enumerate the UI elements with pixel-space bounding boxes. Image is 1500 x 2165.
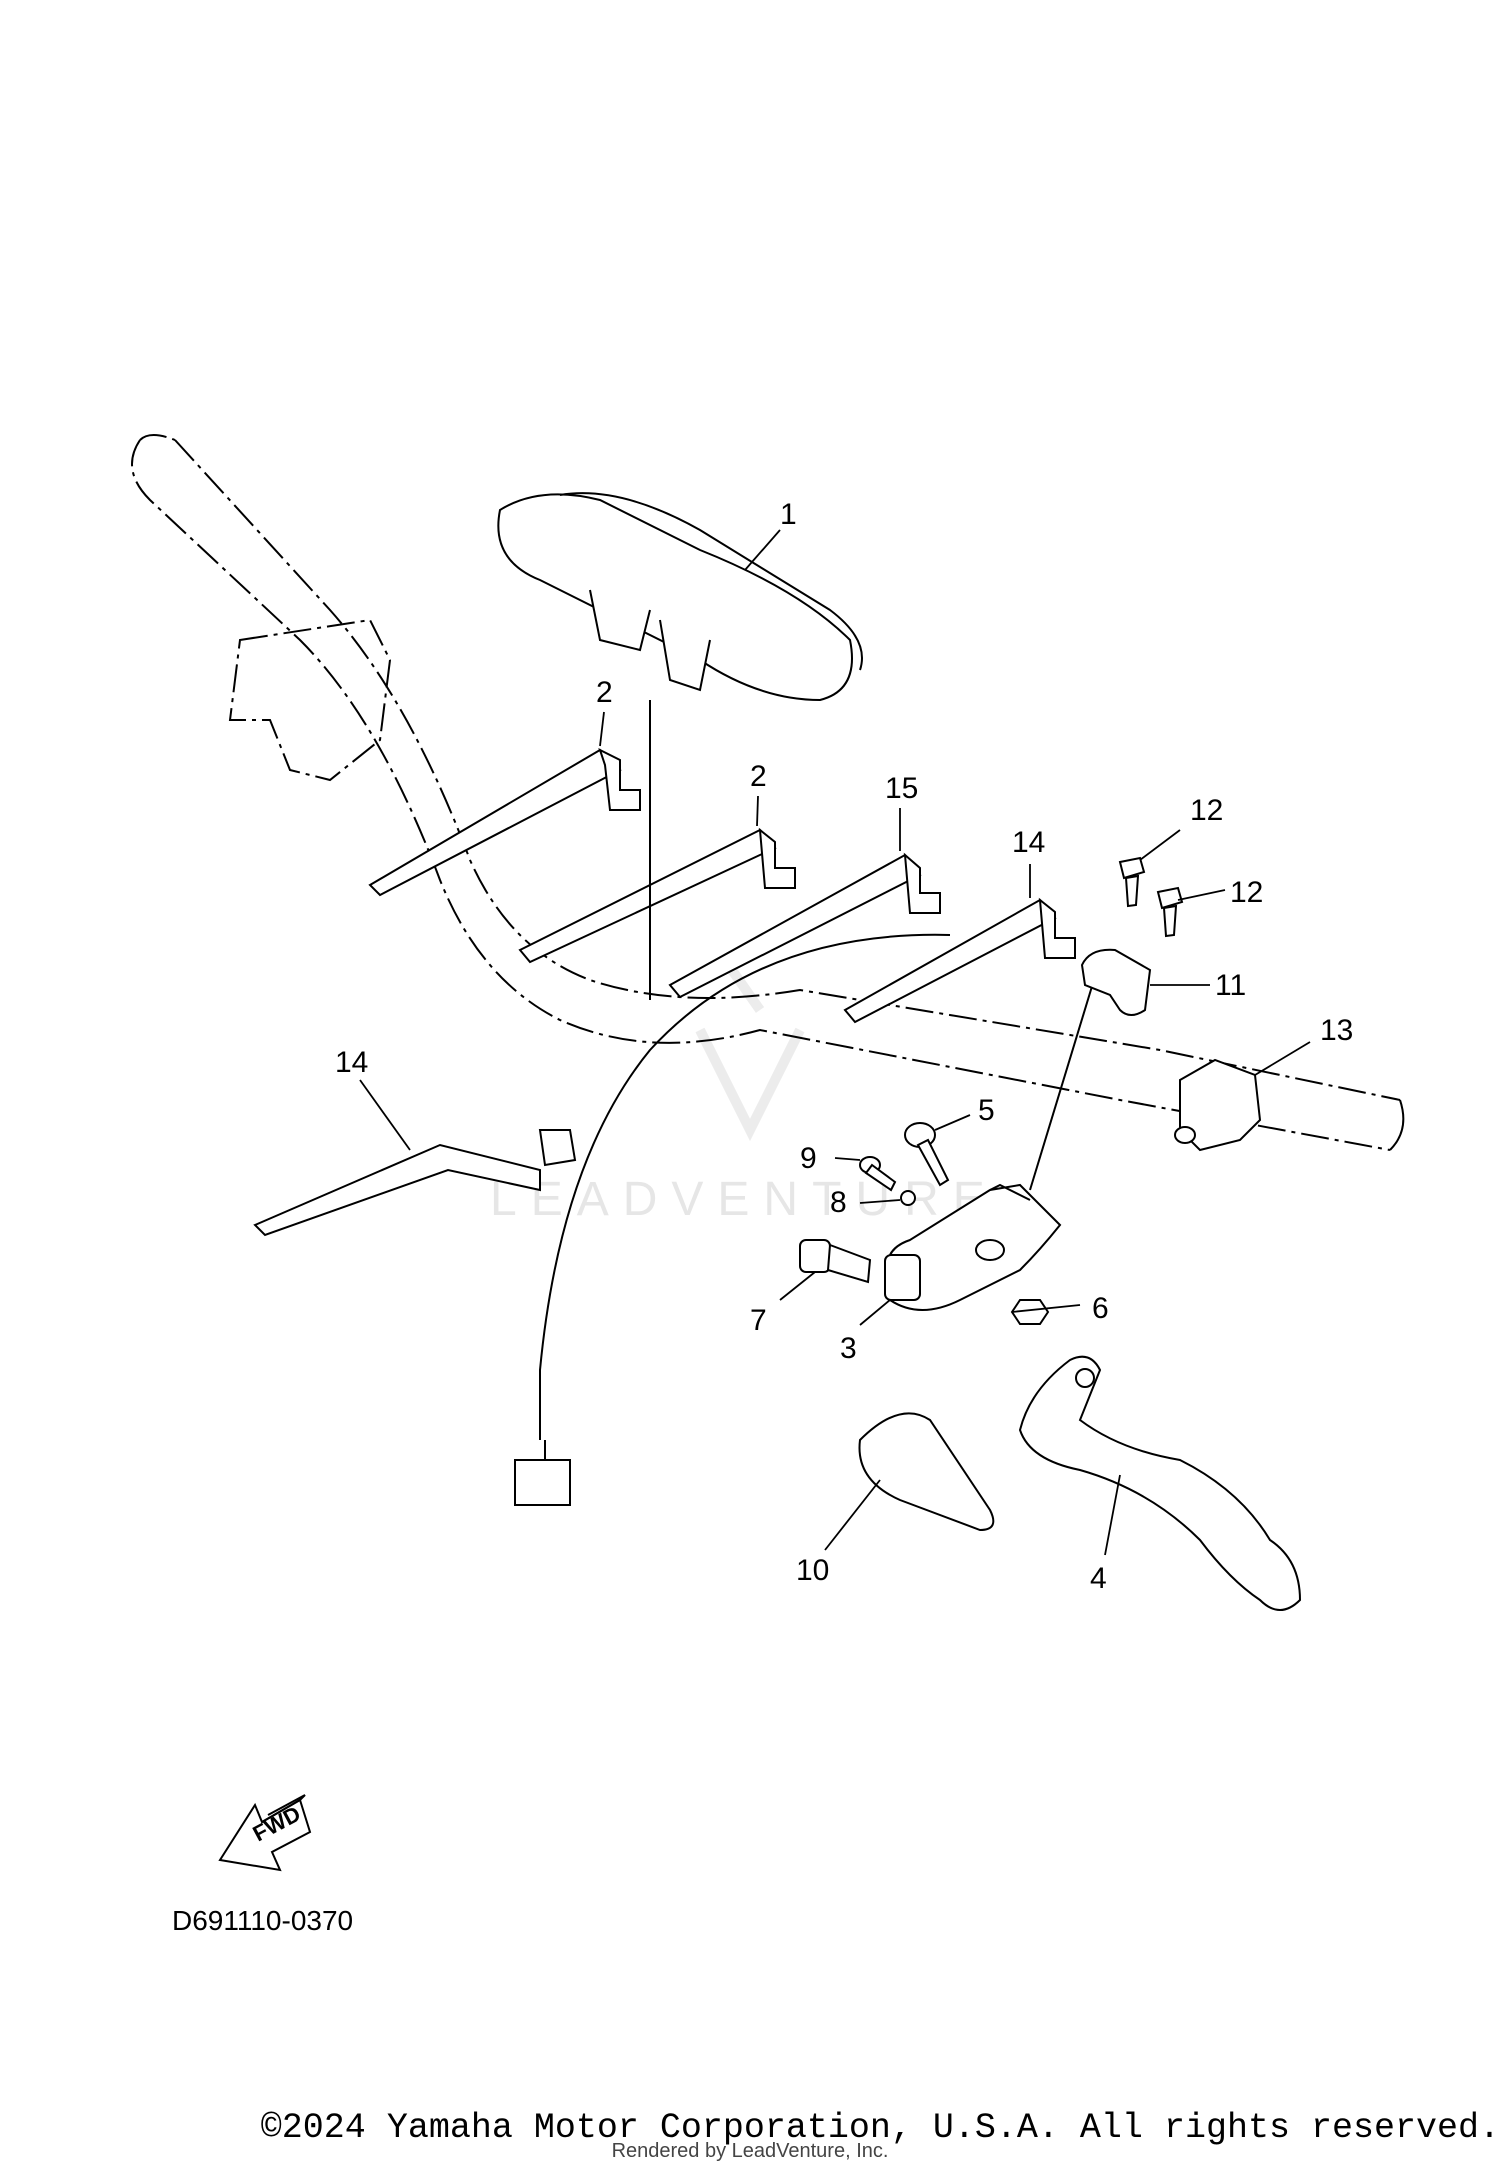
part-5-bolt (904, 1122, 950, 1187)
handlebar-end (1389, 1099, 1405, 1151)
part-3-lever-holder (884, 1183, 1062, 1311)
rendered-by-note: Rendered by LeadVenture, Inc. (611, 2140, 889, 2162)
callout-7: 7 (750, 1304, 767, 1337)
part-14-cable-tie-b (253, 1129, 577, 1237)
callout-2-b: 2 (750, 760, 767, 793)
callout-15: 15 (885, 772, 918, 805)
wire-harness (514, 933, 951, 1506)
part-1-handlebar-pad (497, 492, 863, 702)
diagram-code: D691110-0370 (172, 1905, 353, 1936)
callout-9: 9 (800, 1142, 817, 1175)
callout-13: 13 (1320, 1014, 1353, 1047)
callout-6: 6 (1092, 1292, 1109, 1325)
callout-3: 3 (840, 1332, 857, 1365)
part-10-boot (858, 1412, 995, 1532)
part-14-cable-tie-a (843, 897, 1076, 1024)
leader-lines (359, 529, 1311, 1556)
callout-5: 5 (978, 1094, 995, 1127)
callout-11: 11 (1215, 969, 1246, 1002)
watermark-logo-icon (695, 957, 805, 1142)
callout-14-b: 14 (335, 1046, 368, 1079)
part-9-screw (859, 1156, 897, 1192)
callout-1: 1 (780, 498, 797, 531)
callout-14-a: 14 (1012, 826, 1045, 859)
part-2-cable-tie-a (368, 748, 641, 897)
handlebar (131, 434, 1401, 1151)
part-12-bolt-b (1156, 886, 1184, 938)
callout-10: 10 (796, 1554, 829, 1587)
part-7-adjuster (799, 1239, 872, 1284)
callout-12-b: 12 (1230, 876, 1263, 909)
callout-8: 8 (830, 1186, 847, 1219)
callout-4: 4 (1090, 1562, 1107, 1595)
copyright-notice: ©2024 Yamaha Motor Corporation, U.S.A. A… (260, 2108, 1500, 2148)
forward-arrow-icon (218, 1794, 312, 1872)
holder-locator-line (1029, 959, 1101, 1191)
part-12-bolt-a (1118, 856, 1146, 908)
callout-2-a: 2 (596, 676, 613, 709)
part-11-clamp (1080, 948, 1152, 1016)
part-8-washer (900, 1190, 916, 1206)
part-4-lever (1018, 1355, 1302, 1611)
part-2-cable-tie-b (518, 827, 796, 964)
part-13-switch (1174, 1058, 1262, 1152)
part-15-cable-tie (668, 852, 941, 999)
callout-12-a: 12 (1190, 794, 1223, 827)
